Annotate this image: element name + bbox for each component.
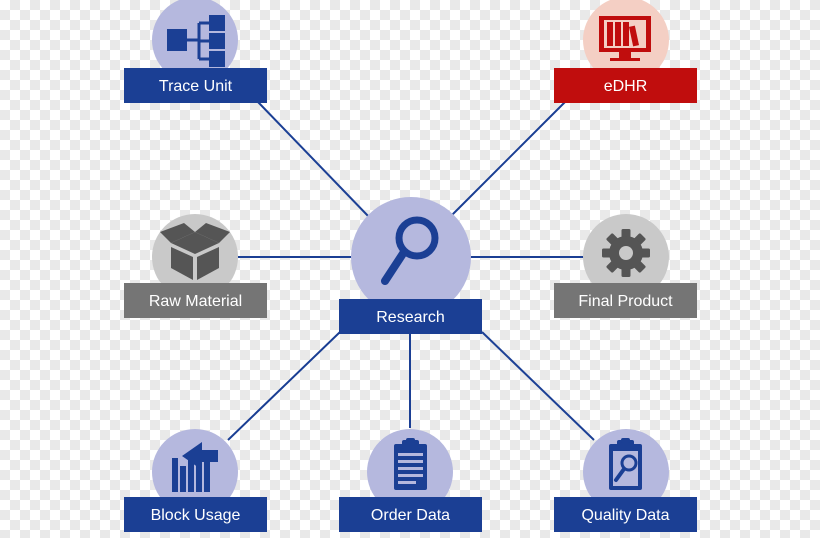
clipboard-search-icon — [609, 438, 642, 490]
connector-trace-unit — [257, 101, 371, 219]
raw-material-label-box — [124, 283, 267, 318]
node-edhr[interactable]: eDHR — [554, 0, 697, 103]
block-usage-label-box — [124, 497, 267, 532]
connector-edhr — [451, 101, 566, 216]
connector-block-usage — [227, 331, 341, 441]
clipboard-icon — [394, 438, 427, 490]
node-block-usage[interactable]: Block Usage — [124, 429, 267, 532]
node-quality-data[interactable]: Quality Data — [554, 429, 697, 532]
node-trace-unit[interactable]: Trace Unit — [124, 0, 267, 103]
node-order-data[interactable]: Order Data — [339, 429, 482, 532]
connector-quality-data — [481, 331, 595, 441]
bar-chart-arrow-icon — [172, 442, 218, 492]
node-final-product[interactable]: Final Product — [554, 214, 697, 318]
final-product-label-box — [554, 283, 697, 318]
trace-unit-label-box — [124, 68, 267, 103]
final-product-label: Final Product — [578, 293, 673, 310]
quality-data-label: Quality Data — [581, 507, 669, 524]
edhr-label: eDHR — [604, 78, 648, 95]
magnifier-icon — [381, 216, 439, 285]
node-research[interactable]: Research — [339, 197, 482, 334]
connector-lines — [227, 101, 595, 441]
monitor-binders-icon — [599, 16, 651, 61]
gear-icon — [602, 229, 650, 277]
block-usage-label: Block Usage — [151, 507, 241, 524]
trace-unit-label: Trace Unit — [159, 78, 233, 95]
order-data-label-box — [339, 497, 482, 532]
research-label-box — [339, 299, 482, 334]
raw-material-label: Raw Material — [149, 293, 242, 310]
order-data-label: Order Data — [371, 507, 450, 524]
node-raw-material[interactable]: Raw Material — [124, 214, 267, 318]
research-label: Research — [376, 309, 444, 326]
quality-data-label-box — [554, 497, 697, 532]
box-icon — [160, 223, 230, 280]
hierarchy-icon — [167, 15, 225, 67]
edhr-label-box — [554, 68, 697, 103]
